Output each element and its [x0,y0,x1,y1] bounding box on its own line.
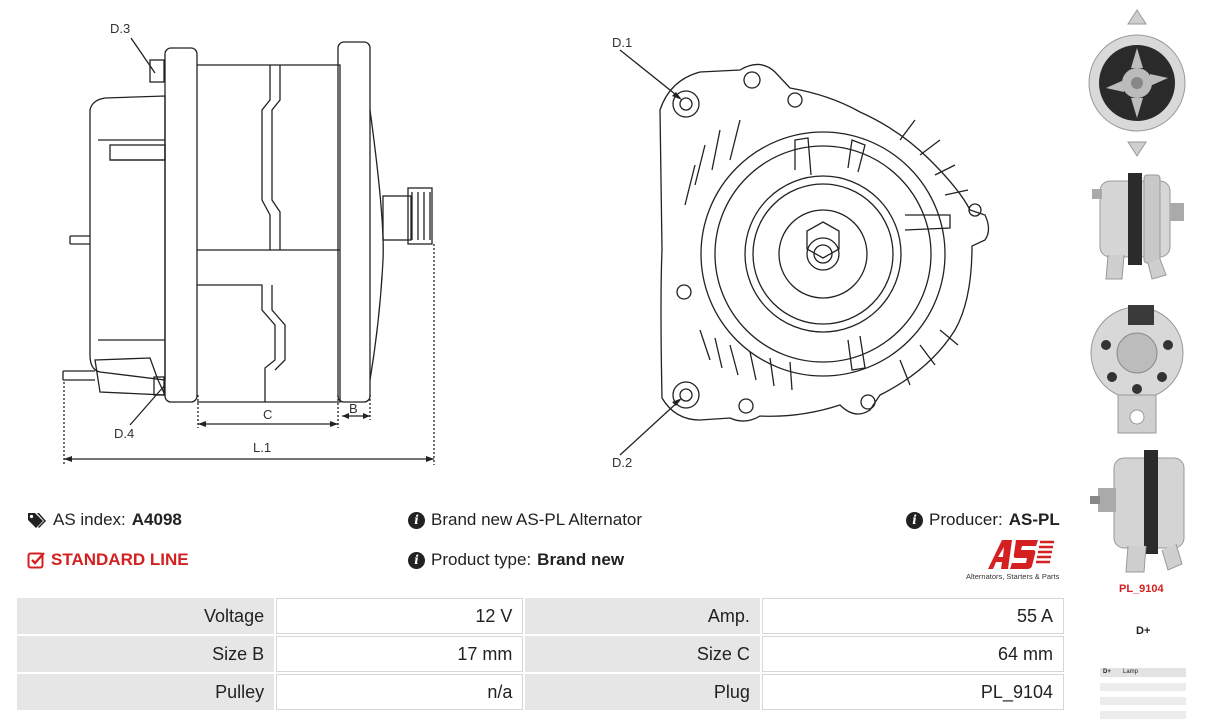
front-view-drawing [619,49,990,456]
pin-code: D+ [1103,669,1111,675]
pin-table: D+ Lamp [1100,668,1186,719]
pin-row-empty [1100,683,1186,691]
label-d2: D.2 [612,455,633,470]
as-index-value: A4098 [131,510,182,529]
pin-row: D+ Lamp [1100,668,1186,677]
as-logo-mark [988,540,1054,569]
product-type-label: Product type: [431,550,532,569]
spec-label: Plug [525,674,760,710]
logo-tagline: Alternators, Starters & Parts [966,572,1060,581]
spec-label: Size C [525,636,760,672]
spec-value: 17 mm [276,636,524,672]
pin-name: Lamp [1123,669,1139,675]
standard-line-row: STANDARD LINE [27,550,189,570]
pin-row-empty [1100,697,1186,705]
alternator-photo-angle [1090,450,1185,573]
label-d4: D.4 [114,426,135,441]
as-index-row: AS index: A4098 [27,510,182,530]
spec-value: 55 A [761,598,1064,634]
alternator-photo-front [1088,9,1186,157]
spec-label: Voltage [17,598,275,634]
spec-value: 12 V [276,598,524,634]
label-d1: D.1 [612,35,633,50]
producer-value: AS-PL [1008,510,1060,529]
pin-row-empty [1100,711,1186,719]
label-b: B [349,401,358,416]
spec-label: Amp. [525,598,760,634]
product-type-row: i Product type: Brand new [408,550,624,570]
label-d3: D.3 [110,21,131,36]
as-pl-logo: Alternators, Starters & Parts [966,538,1068,582]
info-icon: i [906,511,923,529]
plug-code-label: PL_9104 [1119,583,1164,595]
side-view-drawing [62,37,435,465]
check-square-icon [27,552,45,569]
spec-value: n/a [276,674,524,710]
spec-label: Pulley [17,674,275,710]
spec-label: Size B [17,636,275,672]
label-l1: L.1 [253,440,272,455]
product-type-value: Brand new [537,550,625,569]
label-c: C [263,407,273,422]
terminal-label: D+ [1136,625,1151,637]
tags-icon [28,513,46,528]
producer-label: Producer: [929,510,1003,529]
standard-line-label: STANDARD LINE [51,550,189,569]
spec-value: PL_9104 [761,674,1064,710]
alternator-photo-rear [1090,305,1184,434]
info-icon: i [408,511,425,529]
as-index-label: AS index: [53,510,126,529]
description-row: i Brand new AS-PL Alternator [408,510,642,530]
description-text: Brand new AS-PL Alternator [431,510,643,529]
info-icon: i [408,551,425,569]
alternator-photo-side [1092,173,1184,280]
producer-row: i Producer: AS-PL [906,510,1060,530]
spec-value: 64 mm [761,636,1064,672]
